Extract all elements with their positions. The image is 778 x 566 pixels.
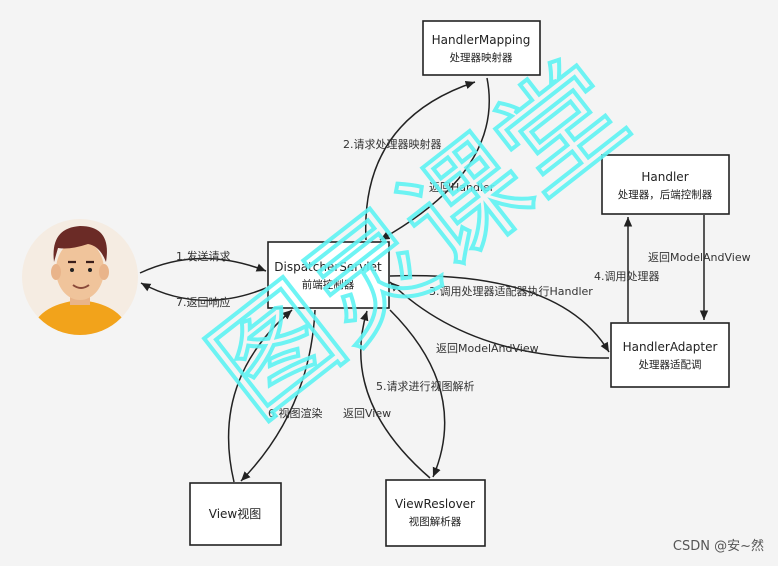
view-title: View视图	[209, 506, 261, 521]
arrow-return-handler	[379, 77, 491, 241]
view-resolver-title: ViewReslover	[395, 497, 475, 511]
dispatcher-title: DispatcherServlet	[274, 260, 382, 274]
footer-credit: CSDN @安~然	[672, 539, 764, 554]
handler-adapter-title: HandlerAdapter	[623, 340, 718, 354]
view-resolver-subtitle: 视图解析器	[409, 515, 462, 528]
view-resolver-box: ViewReslover 视图解析器	[385, 479, 486, 547]
dispatcher-subtitle: 前端控制器	[302, 278, 355, 291]
label-call-handler: 4.调用处理器	[594, 270, 660, 283]
arrow-resolve-view	[389, 309, 446, 478]
arrow-call-adapter	[389, 274, 610, 353]
handler-box: Handler 处理器，后端控制器	[601, 154, 730, 215]
label-render-view: 6.视图渲染	[268, 406, 323, 420]
label-request-mapping: 2.请求处理器映射器	[343, 137, 442, 151]
handler-title: Handler	[641, 170, 688, 184]
arrow-render-view	[227, 309, 293, 483]
user-avatar	[22, 219, 138, 335]
handler-mapping-box: HandlerMapping 处理器映射器	[422, 20, 541, 76]
arrow-send-request	[139, 257, 267, 274]
arrow-view-return	[240, 309, 316, 482]
view-box: View视图	[189, 482, 282, 546]
handler-adapter-subtitle: 处理器适配调	[639, 359, 702, 371]
arrow-request-mapping	[364, 80, 476, 241]
arrows	[139, 77, 709, 483]
label-call-adapter: 3.调用处理器适配器执行Handler	[429, 284, 593, 298]
label-return-response: 7.返回响应	[176, 295, 231, 309]
label-handler-return-mav: 返回ModelAndView	[648, 251, 751, 264]
handler-mapping-subtitle: 处理器映射器	[450, 51, 513, 64]
label-resolve-view: 5.请求进行视图解析	[376, 379, 475, 393]
dispatcher-servlet-box: DispatcherServlet 前端控制器	[267, 241, 390, 309]
label-return-view: 返回View	[343, 407, 391, 420]
arrow-return-mav	[389, 281, 610, 359]
handler-subtitle: 处理器，后端控制器	[618, 188, 713, 201]
handler-mapping-title: HandlerMapping	[432, 33, 531, 47]
label-send-request: 1.发送请求	[176, 249, 231, 263]
arrow-return-response	[140, 282, 267, 302]
label-return-handler: 返回Handler	[429, 181, 495, 194]
label-return-mav: 返回ModelAndView	[436, 342, 539, 355]
handler-adapter-box: HandlerAdapter 处理器适配调	[610, 322, 730, 388]
arrow-return-view	[360, 310, 431, 479]
